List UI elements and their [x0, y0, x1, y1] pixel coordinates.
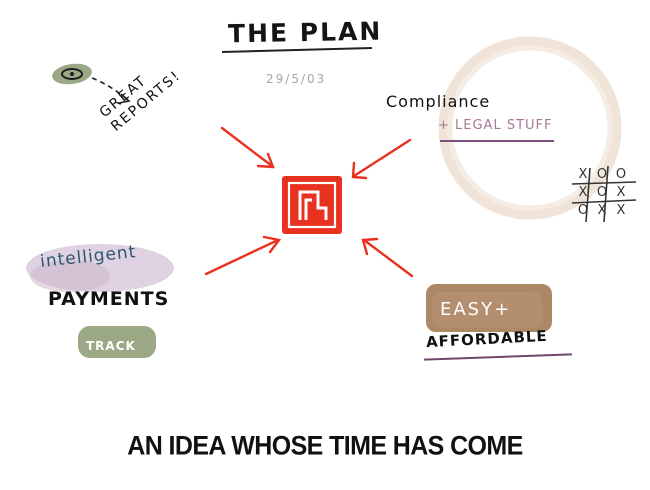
legal-note: + LEGAL STUFF: [438, 118, 553, 133]
tictactoe-cell: O: [596, 167, 608, 182]
tictactoe-cell: X: [578, 185, 588, 200]
tictactoe-cell: X: [616, 185, 626, 200]
track-note: TRACK: [86, 339, 136, 353]
logo-icon: [282, 176, 342, 234]
arrow-top-left: [220, 126, 275, 169]
tictactoe-grid: [571, 165, 637, 223]
tictactoe-cell: O: [615, 167, 627, 182]
arrows: [204, 126, 414, 278]
date-label: 29/5/03: [266, 72, 327, 86]
payments-note: PAYMENTS: [48, 288, 170, 310]
caption: AN IDEA WHOSE TIME HAS COME: [127, 430, 523, 462]
eye-icon: [52, 63, 131, 104]
track-wash: [78, 326, 156, 358]
easy-note: EASY+: [440, 299, 512, 320]
tictactoe-cell: X: [578, 167, 588, 182]
tictactoe-cell: X: [597, 203, 607, 218]
page-title: THE PLAN: [227, 16, 383, 49]
arrow-top-right: [351, 138, 412, 180]
arrow-bottom-right: [361, 237, 414, 278]
tictactoe-cell: X: [616, 203, 626, 218]
arrow-bottom-left: [204, 235, 282, 276]
coffee-stain: [438, 36, 622, 220]
legal-underline: [440, 140, 554, 142]
compliance-note: Compliance: [386, 92, 491, 111]
tictactoe-cell: O: [577, 203, 589, 218]
tictactoe-cell: O: [596, 185, 608, 200]
